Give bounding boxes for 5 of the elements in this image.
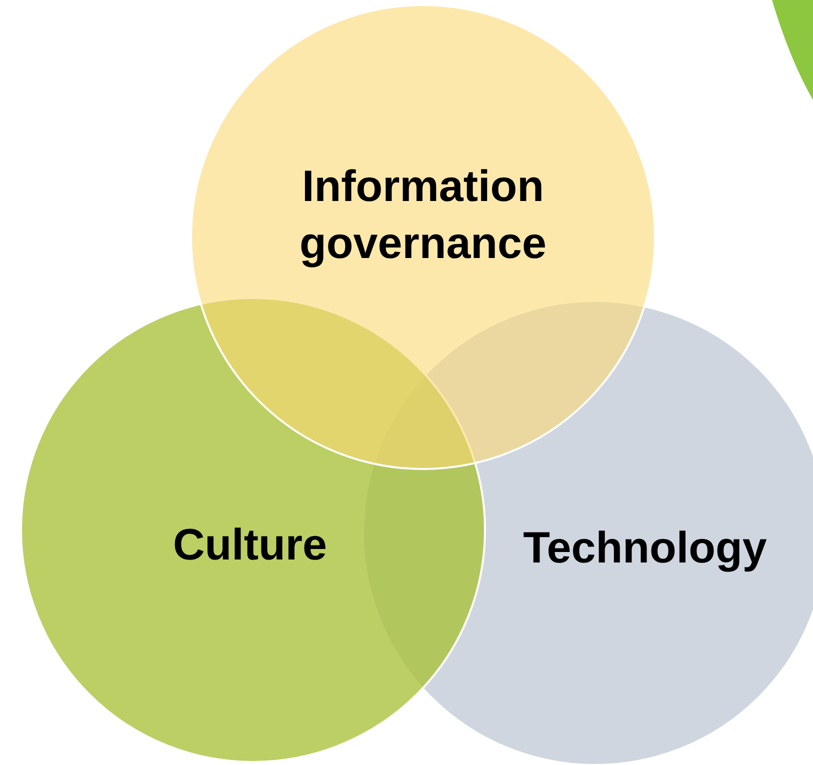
circle-label: Technology: [522, 522, 768, 574]
circle-label: Culture: [172, 519, 328, 572]
venn-circle: [190, 4, 656, 470]
circle-label: Information governance: [298, 160, 548, 270]
venn-circle: [20, 297, 486, 763]
